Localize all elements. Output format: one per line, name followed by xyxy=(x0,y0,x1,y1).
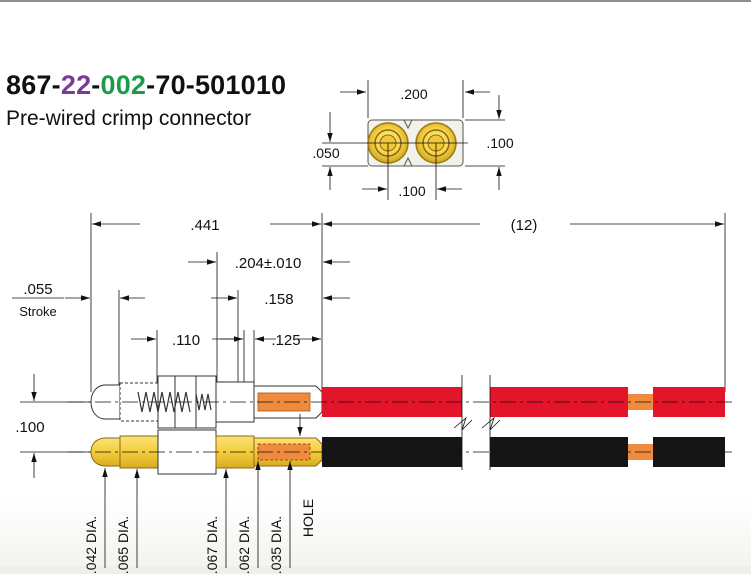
part-number-series: 867 xyxy=(6,70,52,100)
dim-top-pitch: .100 xyxy=(398,183,425,199)
dim-row-pitch: .100 xyxy=(15,419,44,436)
side-view: .441 (12) .204±.010 .055 Stroke .158 .11… xyxy=(12,213,735,574)
dim-stroke-label: Stroke xyxy=(19,304,57,319)
part-number-suffix: -70-501010 xyxy=(146,70,287,100)
callout-062-dia: .062 DIA. xyxy=(236,516,252,574)
centerlines xyxy=(68,401,735,453)
callout-065-dia: .065 DIA. xyxy=(115,516,131,574)
part-number-title: 867-22-002-70-501010 xyxy=(6,70,286,101)
part-number-sep2: - xyxy=(91,70,101,100)
callout-035-dia: .035 DIA. xyxy=(268,516,284,574)
dim-segment-110: .110 xyxy=(172,332,200,349)
wire-break-marks xyxy=(453,375,501,470)
callout-042-dia: .042 DIA. xyxy=(83,516,99,574)
part-number-sep1: - xyxy=(51,70,61,100)
dim-top-half-pitch: .050 xyxy=(312,145,339,161)
part-description: Pre-wired crimp connector xyxy=(6,107,252,130)
callout-hole: HOLE xyxy=(300,499,316,537)
dim-wire-length: (12) xyxy=(511,217,538,234)
dim-overall-length: .441 xyxy=(190,217,219,234)
red-wire xyxy=(322,387,725,417)
housing-notch xyxy=(403,119,413,167)
dim-segment-125: .125 xyxy=(271,332,300,349)
part-number-code: 002 xyxy=(100,70,147,100)
callout-067-dia: .067 DIA. xyxy=(204,516,220,574)
dim-segment-158: .158 xyxy=(264,291,293,308)
dim-top-width: .200 xyxy=(400,86,427,102)
dim-top-height: .100 xyxy=(486,135,513,151)
top-view: .200 .100 .050 .100 xyxy=(312,80,514,200)
dim-stroke-value: .055 xyxy=(23,281,52,298)
dim-crimp-length: .204±.010 xyxy=(235,255,302,272)
part-number-pins: 22 xyxy=(60,70,92,100)
